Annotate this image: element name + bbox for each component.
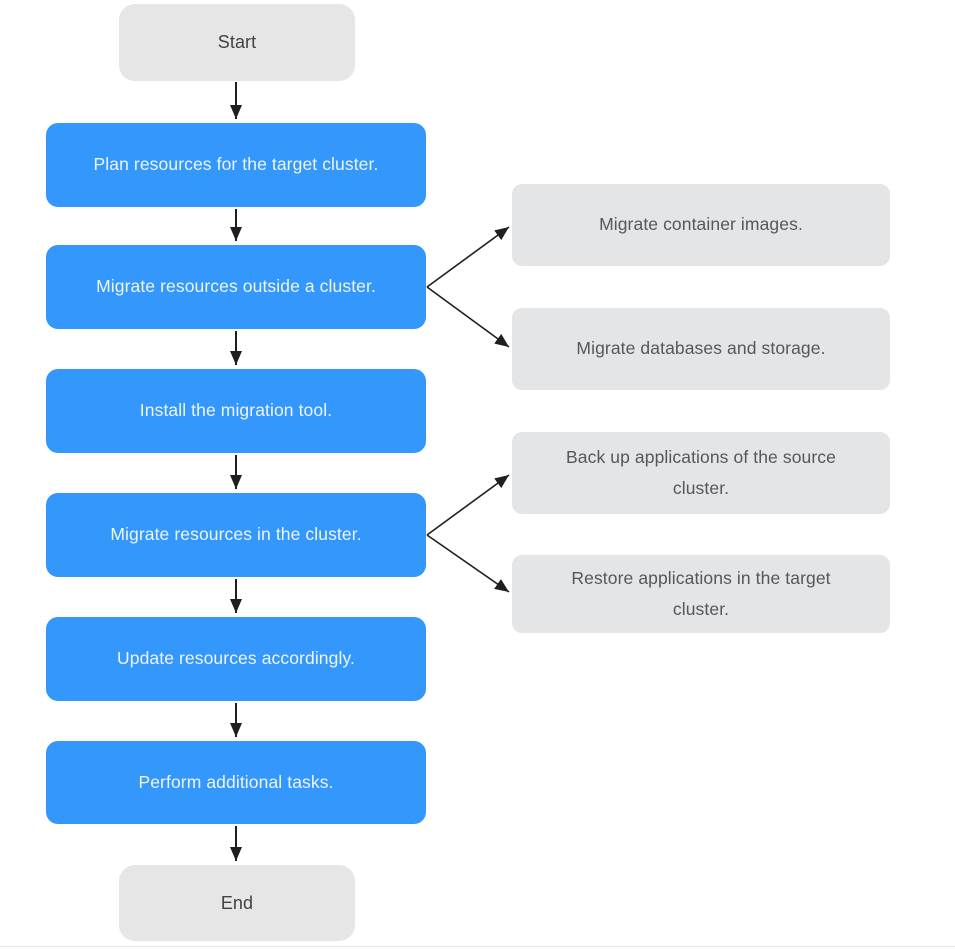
side-task-label: Migrate container images. <box>599 214 803 235</box>
side-task-label: Back up applications of the source clust… <box>566 446 836 499</box>
arrow-step-4-to-branch-3 <box>426 474 510 536</box>
start-node-label: Start <box>217 32 257 53</box>
end-node-label: End <box>220 892 254 913</box>
step-update-resources: Update resources accordingly. <box>46 617 426 701</box>
side-task-migrate-databases-storage: Migrate databases and storage. <box>512 308 890 390</box>
step-install-migration-tool: Install the migration tool. <box>46 369 426 453</box>
step-perform-additional-tasks: Perform additional tasks. <box>46 741 426 824</box>
side-task-label: Restore applications in the target clust… <box>571 567 831 620</box>
arrow-step-2-to-branch-1 <box>426 226 510 288</box>
page-bottom-border <box>0 946 955 947</box>
step-label: Install the migration tool. <box>139 400 333 421</box>
side-task-restore-applications: Restore applications in the target clust… <box>512 555 890 633</box>
step-plan-resources: Plan resources for the target cluster. <box>46 123 426 207</box>
side-task-migrate-container-images: Migrate container images. <box>512 184 890 266</box>
arrow-step-2-to-branch-2 <box>426 286 510 348</box>
side-task-label: Migrate databases and storage. <box>576 338 826 359</box>
step-label: Migrate resources outside a cluster. <box>96 276 376 297</box>
arrow-step-4-to-branch-4 <box>426 534 510 593</box>
start-node: Start <box>119 4 355 81</box>
step-label: Migrate resources in the cluster. <box>110 524 362 545</box>
step-label: Plan resources for the target cluster. <box>93 154 379 175</box>
step-label: Update resources accordingly. <box>117 648 355 669</box>
side-task-backup-applications: Back up applications of the source clust… <box>512 432 890 514</box>
end-node: End <box>119 865 355 941</box>
step-label: Perform additional tasks. <box>138 771 334 792</box>
step-migrate-resources-in-cluster: Migrate resources in the cluster. <box>46 493 426 577</box>
step-migrate-resources-outside-cluster: Migrate resources outside a cluster. <box>46 245 426 329</box>
